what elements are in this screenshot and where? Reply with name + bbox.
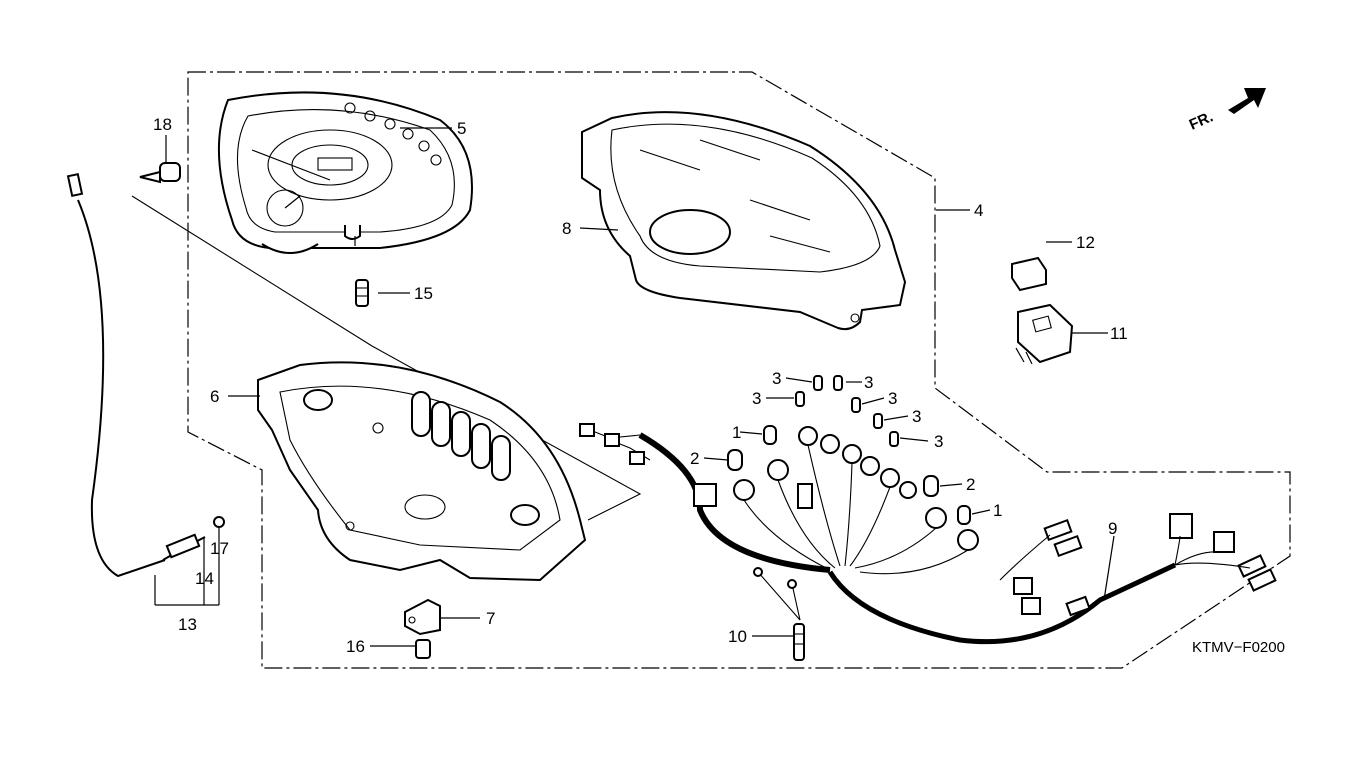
label-part-11: 11 bbox=[1110, 324, 1128, 343]
label-part-13: 13 bbox=[178, 615, 197, 634]
label-part-4: 4 bbox=[974, 201, 983, 220]
front-direction-label: FR. bbox=[1187, 108, 1216, 133]
label-part-2: 2 bbox=[966, 475, 975, 494]
assembly-boundary bbox=[187, 71, 1291, 669]
meter-cover-part bbox=[581, 111, 907, 331]
label-part-3: 3 bbox=[912, 407, 921, 426]
label-part-9: 9 bbox=[1108, 519, 1117, 538]
label-part-15: 15 bbox=[414, 284, 433, 303]
label-part-18: 18 bbox=[153, 115, 172, 134]
label-part-8: 8 bbox=[562, 219, 571, 238]
label-part-14: 14 bbox=[195, 569, 214, 588]
label-part-1: 1 bbox=[993, 501, 1002, 520]
leader-lines bbox=[154, 127, 1115, 647]
leader-10-harness bbox=[757, 571, 801, 621]
label-part-10: 10 bbox=[728, 627, 747, 646]
part-11-relay bbox=[1015, 303, 1074, 365]
label-part-6: 6 bbox=[210, 387, 219, 406]
label-part-3: 3 bbox=[864, 373, 873, 392]
label-part-2: 2 bbox=[690, 449, 699, 468]
speedometer-part bbox=[217, 91, 473, 254]
label-part-17: 17 bbox=[210, 539, 229, 558]
meter-case-part bbox=[257, 361, 587, 582]
part-labels: 1 1 2 2 3 3 3 3 3 3 4 5 6 7 8 9 10 11 12… bbox=[153, 115, 1128, 656]
label-part-3: 3 bbox=[888, 389, 897, 408]
wire-harness bbox=[579, 423, 1277, 645]
bulbs bbox=[727, 375, 971, 525]
label-part-3: 3 bbox=[934, 432, 943, 451]
screw-18 bbox=[139, 162, 181, 184]
label-part-5: 5 bbox=[457, 119, 466, 138]
drawing-code: KTMV−F0200 bbox=[1192, 639, 1285, 656]
screw-16 bbox=[415, 639, 431, 659]
front-direction-arrow bbox=[1228, 88, 1266, 114]
screw-10 bbox=[793, 623, 805, 661]
label-part-16: 16 bbox=[346, 637, 365, 656]
label-part-7: 7 bbox=[486, 609, 495, 628]
screw-15 bbox=[355, 279, 369, 307]
speedometer-cable bbox=[66, 172, 225, 578]
label-part-1: 1 bbox=[732, 423, 741, 442]
bracket-7 bbox=[404, 598, 441, 636]
label-part-3: 3 bbox=[752, 389, 761, 408]
part-12-block bbox=[1011, 256, 1047, 292]
label-part-12: 12 bbox=[1076, 233, 1095, 252]
label-part-3: 3 bbox=[772, 369, 781, 388]
